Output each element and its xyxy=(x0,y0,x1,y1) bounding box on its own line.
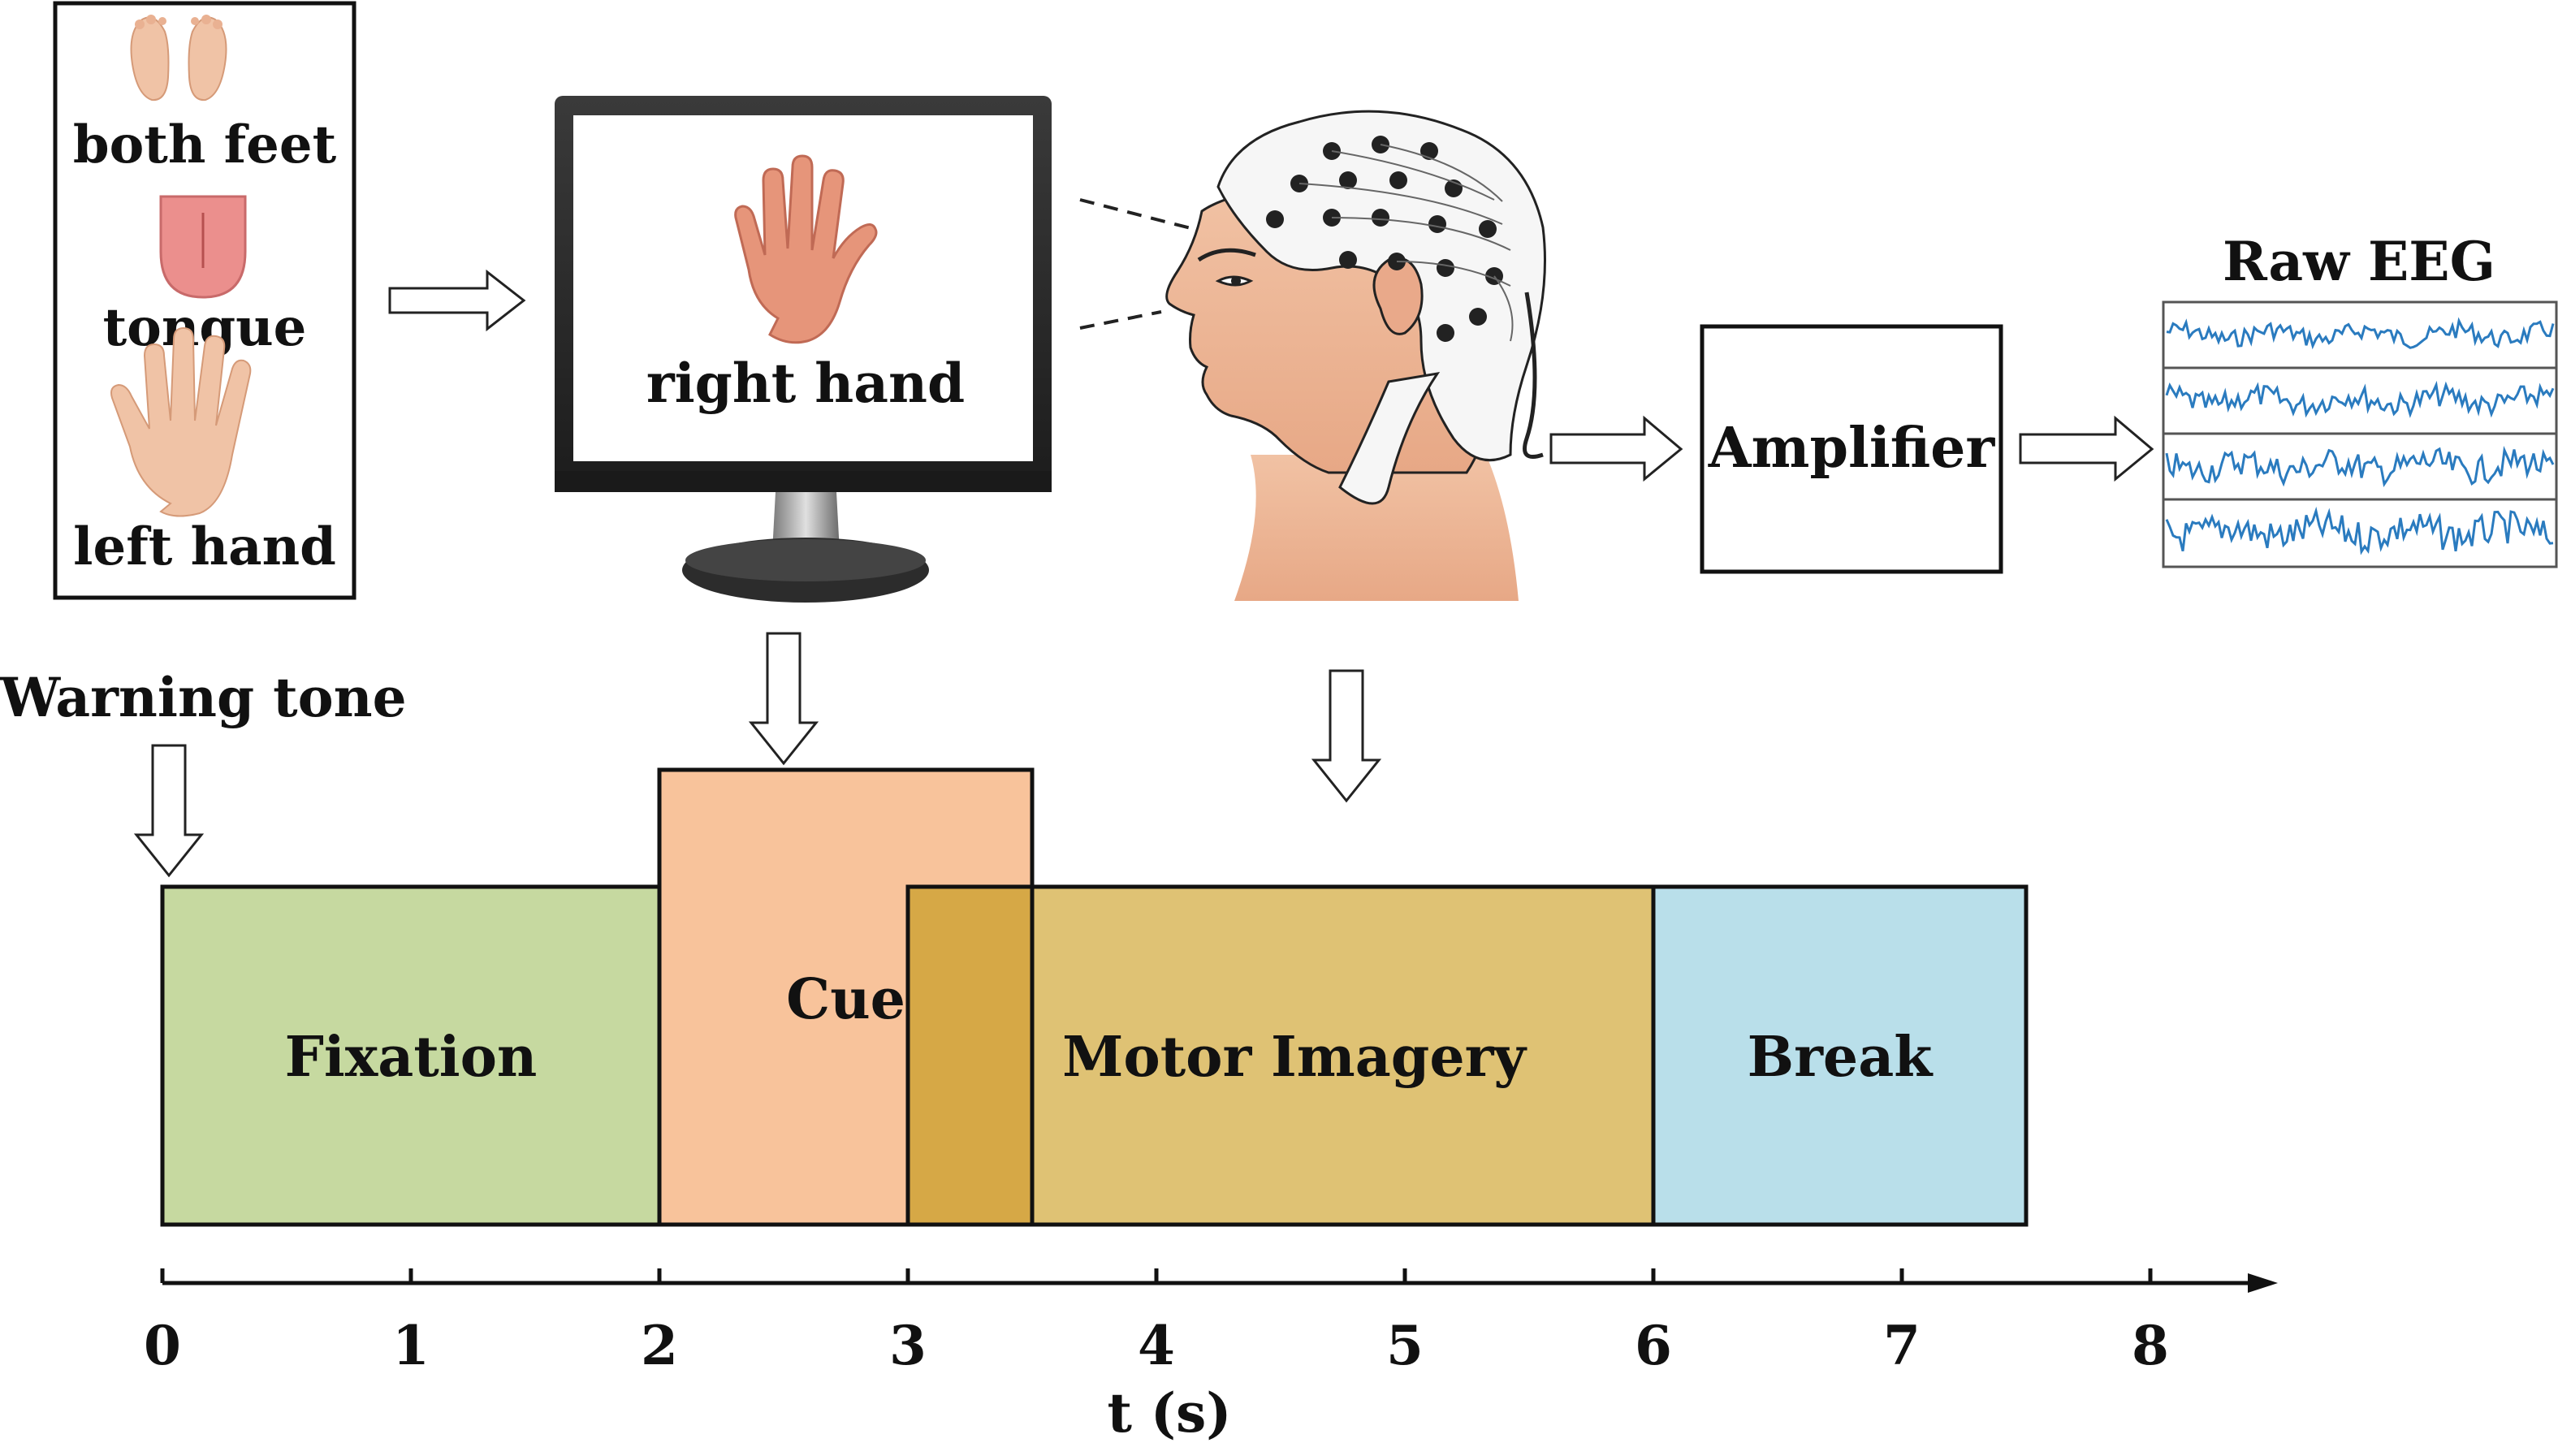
time-axis-label: t (s) xyxy=(1107,1381,1231,1445)
arrow-to-raw-eeg xyxy=(2019,415,2154,482)
time-axis-tick-label: 4 xyxy=(1138,1314,1175,1377)
phase-label-cue: Cue xyxy=(786,967,905,1032)
time-axis-tick-label: 0 xyxy=(144,1314,181,1377)
time-axis-tick-label: 2 xyxy=(641,1314,678,1377)
time-axis-tick-label: 1 xyxy=(392,1314,430,1377)
time-axis-tick-label: 7 xyxy=(1883,1314,1921,1377)
raw-eeg-title: Raw EEG xyxy=(2223,230,2495,293)
right-hand-icon xyxy=(734,154,878,344)
warning-tone-arrow xyxy=(133,744,205,878)
eeg-channel-trace xyxy=(2166,317,2555,350)
phase-break xyxy=(1651,884,2029,1227)
phase-fixation xyxy=(160,884,662,1227)
eeg-channel-trace xyxy=(2165,380,2555,418)
time-axis-tick-label: 8 xyxy=(2132,1314,2169,1377)
eeg-channel-trace xyxy=(2165,506,2554,555)
phase-label-motor-imagery: Motor Imagery xyxy=(1062,1025,1527,1090)
warning-tone-label: Warning tone xyxy=(0,666,407,729)
left-hand-icon xyxy=(110,326,252,517)
arrow-to-motor-imagery xyxy=(1311,669,1382,803)
amplifier-box xyxy=(1700,324,2003,574)
arrow-to-monitor xyxy=(388,269,526,332)
arrow-to-cue xyxy=(748,632,819,766)
phase-label-break: Break xyxy=(1748,1025,1934,1090)
eeg-cap-head-icon xyxy=(1079,110,1546,601)
tongue-icon xyxy=(159,195,247,299)
time-axis-tick-label: 3 xyxy=(889,1314,927,1377)
cue-option-label-left-hand: left hand xyxy=(73,516,336,577)
cue-options-panel: both feet tongue left hand xyxy=(53,1,356,600)
amplifier-label: Amplifier xyxy=(1708,416,1996,481)
feet-icon xyxy=(130,15,227,102)
raw-eeg-panel xyxy=(2162,300,2558,568)
monitor-cue-label: right hand xyxy=(646,352,965,415)
time-axis-tick-label: 6 xyxy=(1635,1314,1672,1377)
cue-option-label-both-feet: both feet xyxy=(73,114,337,175)
eeg-channel-trace xyxy=(2165,446,2555,487)
time-axis: 0 1 2 3 4 5 6 7 8 xyxy=(144,1268,2278,1377)
phase-label-fixation: Fixation xyxy=(285,1025,538,1090)
arrow-to-amplifier xyxy=(1549,415,1683,482)
time-axis-tick-label: 5 xyxy=(1386,1314,1424,1377)
phase-overlap-cue-motor-imagery xyxy=(905,884,1035,1227)
